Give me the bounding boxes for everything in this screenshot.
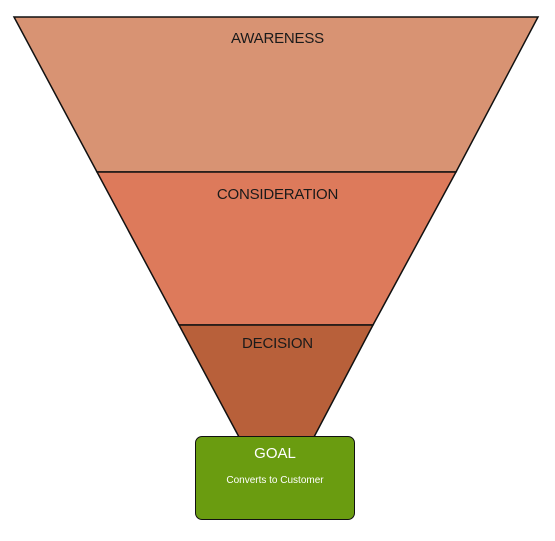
awareness-label: AWARENESS bbox=[231, 30, 324, 47]
goal-box: GOAL Converts to Customer bbox=[195, 436, 355, 520]
consideration-label: CONSIDERATION bbox=[216, 186, 339, 203]
goal-subtitle: Converts to Customer bbox=[226, 475, 324, 486]
decision-label: DECISION bbox=[242, 335, 313, 352]
goal-title: GOAL bbox=[254, 445, 296, 462]
